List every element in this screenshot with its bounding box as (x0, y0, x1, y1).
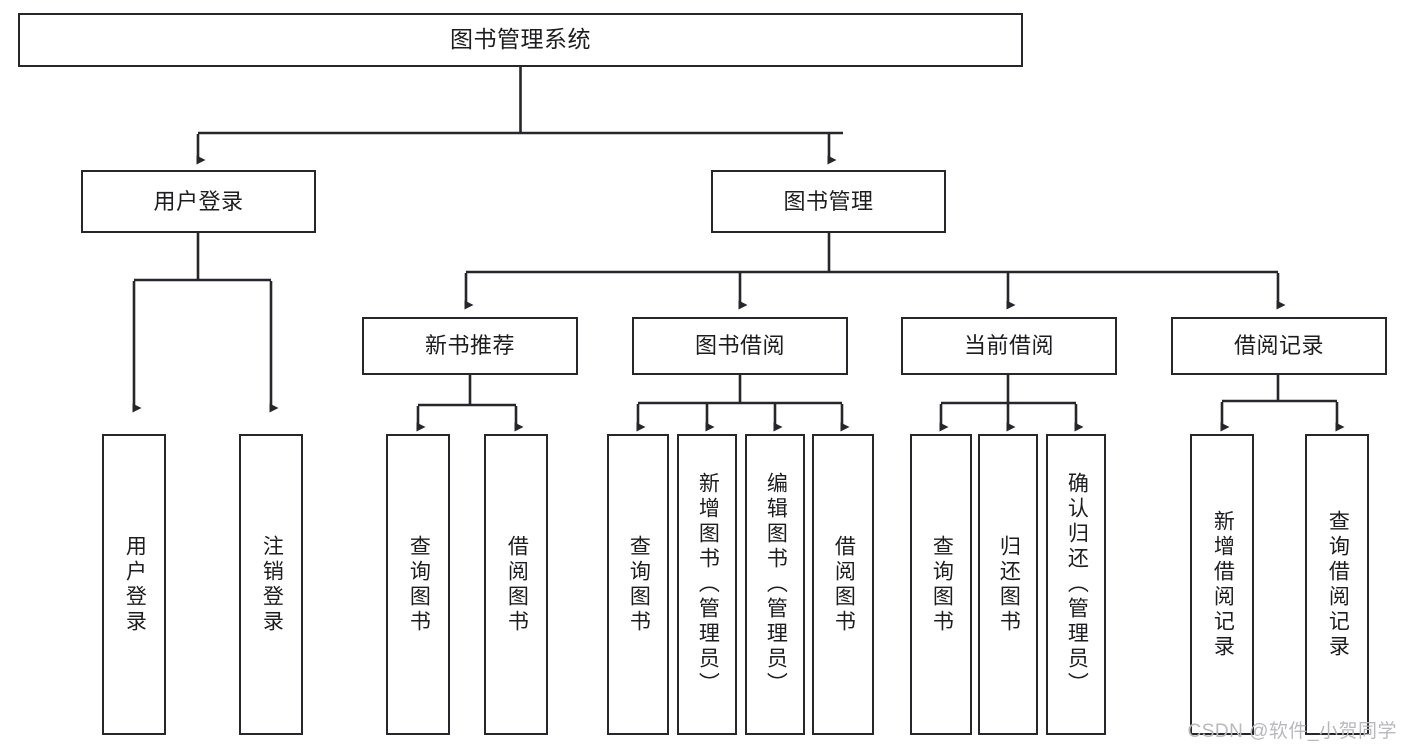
node-leaf-borrow-book-2[interactable]: 借阅图书 (812, 434, 874, 735)
node-label: 归还图书 (997, 534, 1021, 635)
node-label: 借阅记录 (1233, 333, 1324, 359)
node-label: 确认归还（管理员） (1065, 472, 1089, 697)
node-leaf-confirm-return[interactable]: 确认归还（管理员） (1046, 434, 1106, 735)
node-user-login[interactable]: 用户登录 (81, 170, 316, 233)
node-borrow-record[interactable]: 借阅记录 (1171, 317, 1387, 375)
node-label: 查询图书 (627, 534, 651, 635)
node-leaf-borrow-book-1[interactable]: 借阅图书 (484, 434, 548, 735)
node-current-borrow[interactable]: 当前借阅 (901, 317, 1117, 375)
node-label: 用户登录 (153, 188, 244, 214)
node-label: 用户登录 (123, 534, 147, 635)
node-label: 图书管理系统 (450, 26, 591, 53)
node-leaf-query-book-3[interactable]: 查询图书 (910, 434, 972, 735)
node-leaf-user-login[interactable]: 用户登录 (102, 434, 166, 735)
node-label: 查询借阅记录 (1326, 509, 1350, 660)
node-leaf-logout-login[interactable]: 注销登录 (239, 434, 303, 735)
edges-book-manage-to-level3 (464, 233, 1286, 310)
node-label: 编辑图书（管理员） (764, 472, 788, 697)
node-book-manage[interactable]: 图书管理 (711, 170, 946, 233)
node-label: 查询图书 (930, 534, 954, 635)
node-leaf-query-book-2[interactable]: 查询图书 (607, 434, 669, 735)
node-book-borrow[interactable]: 图书借阅 (632, 317, 848, 375)
node-new-book-recommend[interactable]: 新书推荐 (362, 317, 578, 375)
node-label: 新增借阅记录 (1211, 509, 1235, 660)
node-leaf-add-record[interactable]: 新增借阅记录 (1190, 434, 1254, 735)
edges-book-borrow-to-leaves (636, 375, 850, 432)
node-leaf-query-book-1[interactable]: 查询图书 (386, 434, 450, 735)
node-label: 借阅图书 (505, 534, 529, 635)
edges-new-book-recommend-to-leaves (416, 375, 524, 432)
node-leaf-edit-book[interactable]: 编辑图书（管理员） (745, 434, 805, 735)
node-label: 借阅图书 (832, 534, 856, 635)
node-label: 注销登录 (260, 534, 284, 635)
edges-borrow-record-to-leaves (1220, 375, 1345, 432)
node-leaf-query-record[interactable]: 查询借阅记录 (1305, 434, 1369, 735)
node-label: 新书推荐 (424, 333, 515, 359)
node-label: 查询图书 (407, 534, 431, 635)
node-leaf-add-book[interactable]: 新增图书（管理员） (677, 434, 737, 735)
node-label: 图书借阅 (694, 333, 785, 359)
edges-current-borrow-to-leaves (939, 375, 1084, 432)
node-root-system[interactable]: 图书管理系统 (18, 13, 1023, 67)
edges-root-to-level2 (196, 67, 843, 165)
node-label: 图书管理 (783, 188, 874, 214)
node-label: 当前借阅 (963, 333, 1054, 359)
node-label: 新增图书（管理员） (696, 472, 720, 697)
node-leaf-return-book[interactable]: 归还图书 (978, 434, 1038, 735)
edges-user-login-to-leaves (132, 233, 279, 413)
